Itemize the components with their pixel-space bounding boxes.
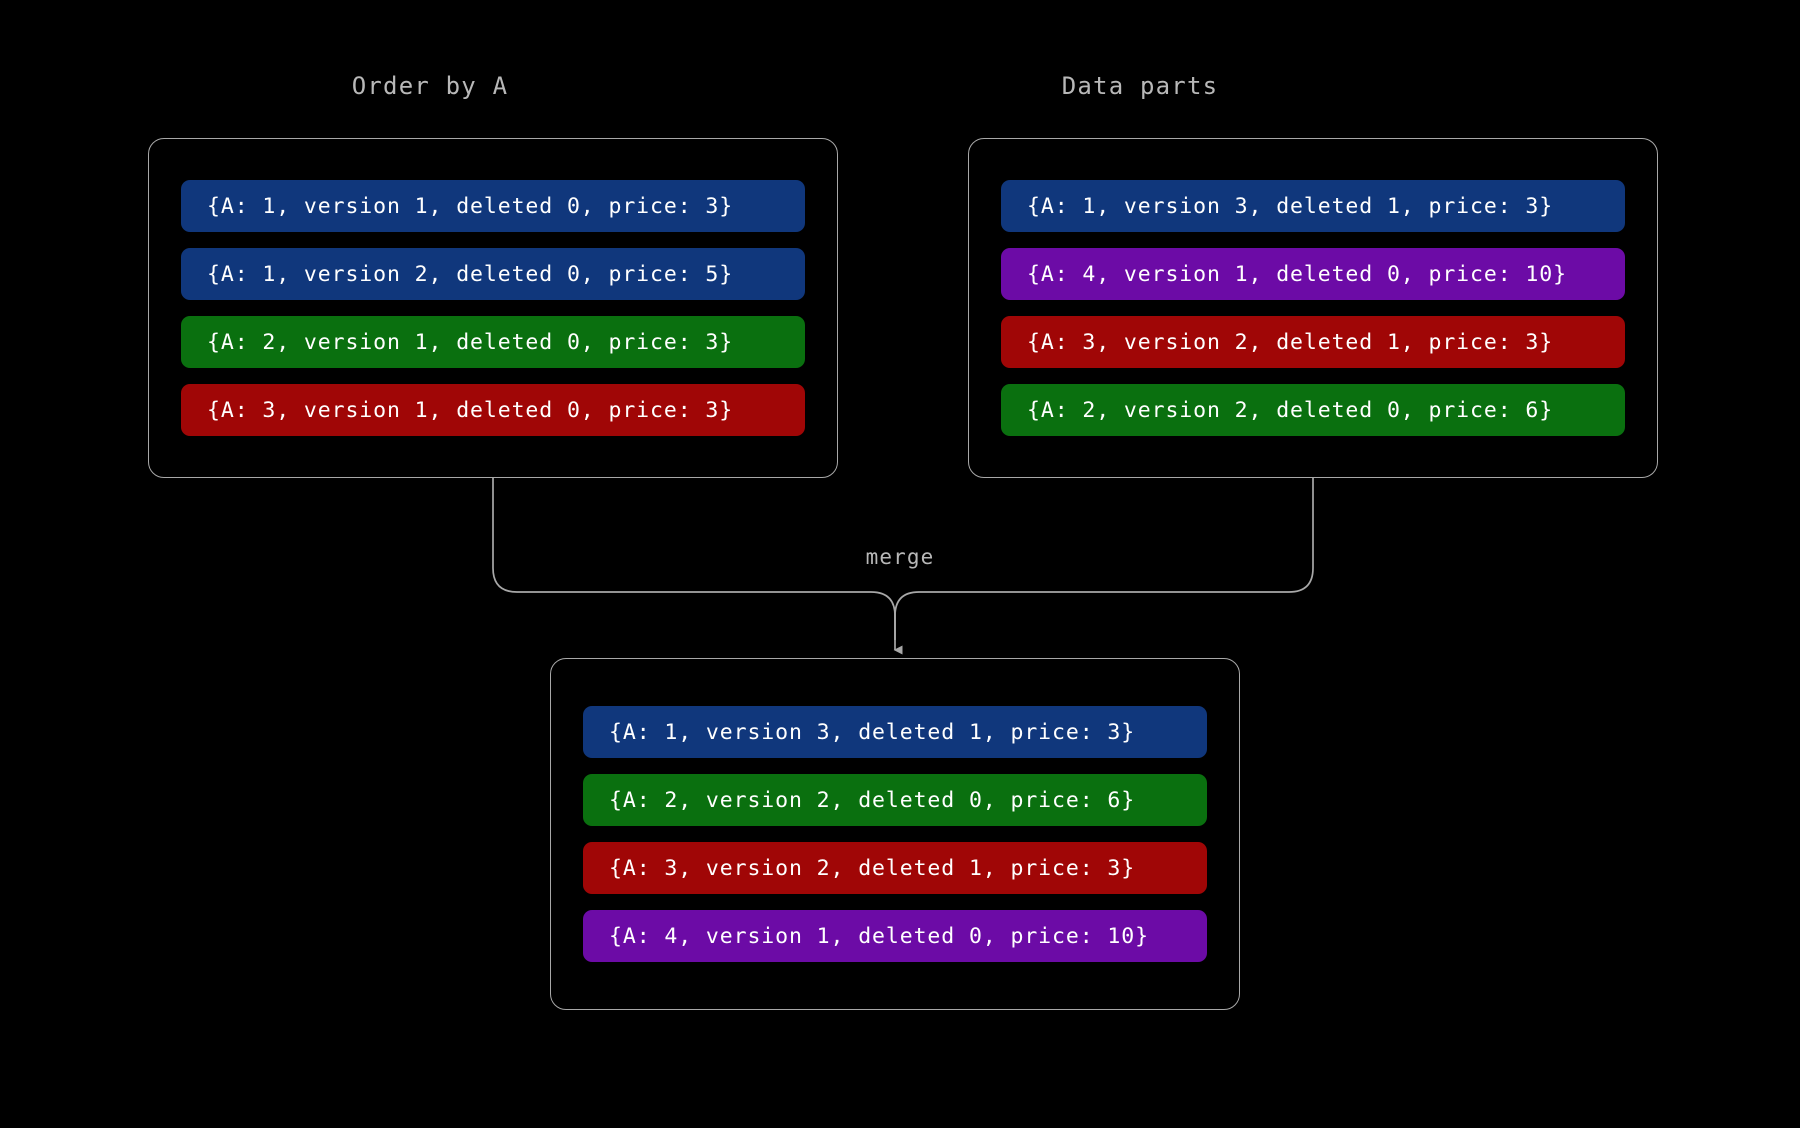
panel-data-parts: {A: 1, version 3, deleted 1, price: 3} {… (968, 138, 1658, 478)
record-row: {A: 1, version 1, deleted 0, price: 3} (181, 180, 805, 232)
record-row: {A: 3, version 2, deleted 1, price: 3} (583, 842, 1207, 894)
record-row: {A: 1, version 3, deleted 1, price: 3} (583, 706, 1207, 758)
record-row: {A: 4, version 1, deleted 0, price: 10} (1001, 248, 1625, 300)
record-row: {A: 3, version 2, deleted 1, price: 3} (1001, 316, 1625, 368)
record-list-merged: {A: 1, version 3, deleted 1, price: 3} {… (551, 706, 1239, 962)
record-row: {A: 2, version 2, deleted 0, price: 6} (1001, 384, 1625, 436)
panel-title-order-by-a: Order by A (351, 72, 509, 100)
record-row: {A: 4, version 1, deleted 0, price: 10} (583, 910, 1207, 962)
panel-merged-result: {A: 1, version 3, deleted 1, price: 3} {… (550, 658, 1240, 1010)
record-row: {A: 3, version 1, deleted 0, price: 3} (181, 384, 805, 436)
panel-title-data-parts: Data parts (1061, 72, 1219, 100)
record-row: {A: 1, version 2, deleted 0, price: 5} (181, 248, 805, 300)
record-row: {A: 2, version 1, deleted 0, price: 3} (181, 316, 805, 368)
merge-label: merge (865, 545, 935, 569)
record-list-data-parts: {A: 1, version 3, deleted 1, price: 3} {… (969, 180, 1657, 436)
record-row: {A: 1, version 3, deleted 1, price: 3} (1001, 180, 1625, 232)
record-list-order-by-a: {A: 1, version 1, deleted 0, price: 3} {… (149, 180, 837, 436)
record-row: {A: 2, version 2, deleted 0, price: 6} (583, 774, 1207, 826)
panel-order-by-a: {A: 1, version 1, deleted 0, price: 3} {… (148, 138, 838, 478)
